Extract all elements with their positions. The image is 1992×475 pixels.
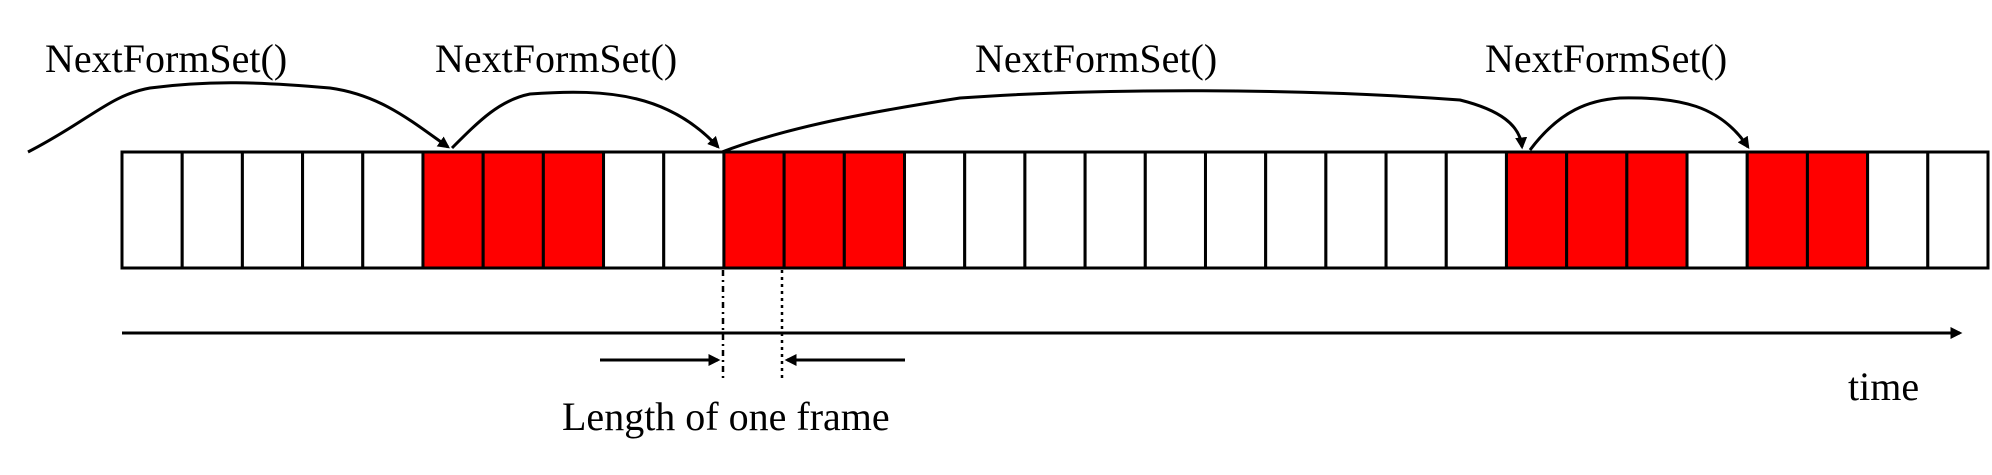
call-label-2: NextFormSet() [435,36,677,81]
frame [602,150,666,270]
call-label-4: NextFormSet() [1485,36,1727,81]
call-arc-4 [1528,96,1750,151]
frame [180,150,244,270]
frame [1444,150,1508,270]
frame [1203,150,1268,270]
frame [903,150,967,270]
frame-strip [120,150,1990,270]
frame [1023,150,1087,270]
frame [963,150,1027,270]
frame [1143,150,1207,270]
frame-highlighted [842,150,907,270]
frame-highlighted [541,150,606,270]
frame [301,150,365,270]
frame-highlighted [1565,150,1629,270]
frame-highlighted [1625,150,1689,270]
call-arc-3 [721,89,1528,154]
frame-highlighted [782,150,846,270]
frame-highlighted [1805,150,1870,270]
frame [1264,150,1328,270]
call-label-3: NextFormSet() [975,36,1217,81]
frame [1866,150,1930,270]
frame-highlighted [421,150,485,270]
call-arc-1 [27,81,450,154]
frame-highlighted [481,150,545,270]
frame [361,150,425,270]
frame [1324,150,1388,270]
frame [1926,150,1990,270]
time-axis-label: time [1848,364,1919,409]
frame [1685,150,1749,270]
frame [1083,150,1147,270]
frame [662,150,726,270]
call-arc-2 [450,90,720,150]
call-label-1: NextFormSet() [45,36,287,81]
frame-highlighted [1504,150,1569,270]
frame-highlighted [1745,150,1809,270]
frame-highlighted [722,150,786,270]
frame-length-label: Length of one frame [562,394,890,439]
frame [240,150,305,270]
frame [1384,150,1448,270]
frame [120,150,184,270]
